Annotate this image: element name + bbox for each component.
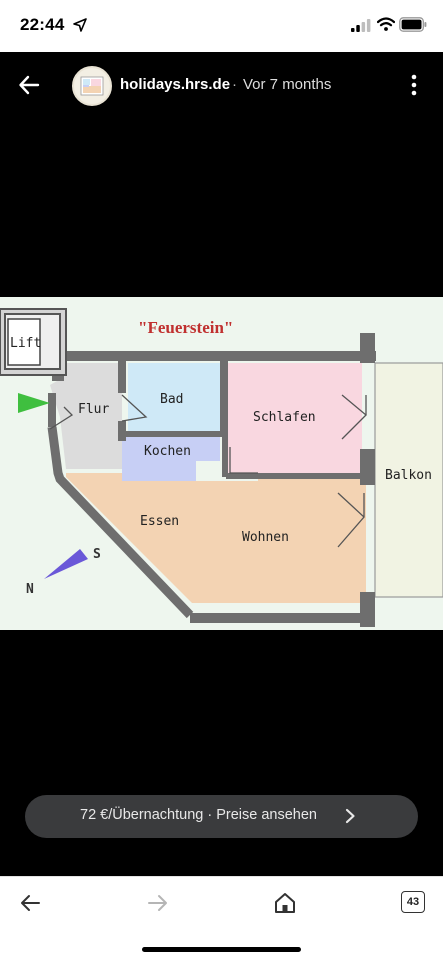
status-bar: 22:44 xyxy=(0,0,443,52)
schlafen-area xyxy=(226,363,362,475)
living-area xyxy=(66,473,366,603)
room-flur-label: Flur xyxy=(78,402,109,417)
more-options-icon[interactable] xyxy=(411,74,417,96)
browser-toolbar: 43 xyxy=(0,876,443,960)
room-essen-label: Essen xyxy=(140,514,179,529)
room-lift-label: Lift xyxy=(10,336,41,351)
post-age: Vor 7 months xyxy=(243,76,332,93)
room-wohnen-label: Wohnen xyxy=(242,530,289,545)
source-name[interactable]: holidays.hrs.de xyxy=(120,76,231,93)
chevron-right-icon xyxy=(345,808,355,824)
room-schlafen-label: Schlafen xyxy=(253,410,316,425)
wifi-icon xyxy=(377,17,395,31)
home-indicator xyxy=(142,947,301,952)
bad-area xyxy=(128,363,220,431)
viewer-header: holidays.hrs.de · Vor 7 months xyxy=(0,52,443,118)
floorplan-thumbnail-icon xyxy=(80,76,104,96)
flur-area xyxy=(50,363,122,469)
floorplan-title: "Feuerstein" xyxy=(138,318,233,337)
source-avatar[interactable] xyxy=(72,66,112,106)
browser-back-icon[interactable] xyxy=(18,891,42,915)
floorplan-drawing: "Feuerstein" Lift Flur Bad Kochen Schlaf… xyxy=(0,297,443,630)
floorplan-image[interactable]: "Feuerstein" Lift Flur Bad Kochen Schlaf… xyxy=(0,297,443,630)
compass-north-label: N xyxy=(26,582,34,597)
compass-needle-icon xyxy=(44,549,88,579)
status-time: 22:44 xyxy=(20,15,65,34)
room-bad-label: Bad xyxy=(160,392,183,407)
cellular-signal-icon xyxy=(351,19,371,32)
price-button[interactable]: 72 €/Übernachtung · Preise ansehen xyxy=(25,795,418,838)
tab-switcher-button[interactable]: 43 xyxy=(401,891,425,913)
header-separator: · xyxy=(232,76,237,93)
entry-arrow-icon xyxy=(18,393,50,413)
back-arrow-icon[interactable] xyxy=(18,74,40,96)
room-balkon-label: Balkon xyxy=(385,468,432,483)
browser-forward-icon[interactable] xyxy=(146,891,170,915)
price-label: 72 €/Übernachtung · Preise ansehen xyxy=(80,807,317,823)
home-icon[interactable] xyxy=(273,891,297,915)
balkon-area xyxy=(374,362,443,598)
compass-south-label: S xyxy=(93,547,101,562)
battery-icon xyxy=(399,17,427,32)
room-kochen-label: Kochen xyxy=(144,444,191,459)
diagonal-wall xyxy=(47,426,194,619)
kochen-area xyxy=(122,437,220,481)
location-arrow-icon xyxy=(73,18,87,32)
